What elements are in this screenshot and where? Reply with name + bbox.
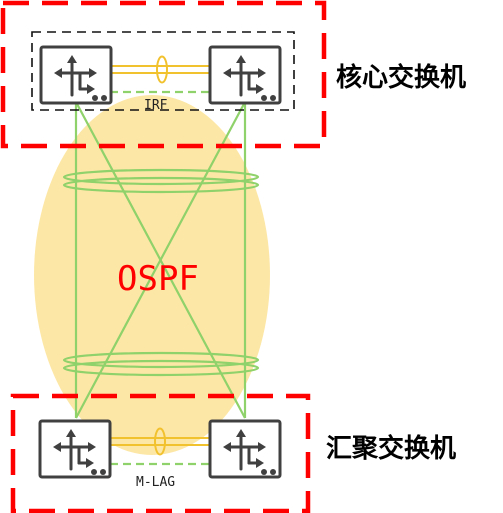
link-bundle-ring-top-1 (62, 168, 260, 186)
mlag-label: M-LAG (136, 475, 175, 490)
irf-label: IRF (144, 98, 168, 113)
core-switch-left-icon (39, 45, 113, 105)
aggregation-switch-left-icon (38, 419, 112, 479)
core-switch-label: 核心交换机 (336, 62, 466, 93)
uplinks (62, 90, 260, 466)
core-switch-right-icon (208, 45, 282, 105)
aggregation-region-box (10, 393, 311, 513)
link-bundle-ring-bottom-1 (62, 351, 260, 369)
irf-stack-box (31, 31, 295, 111)
ospf-label: OSPF (117, 259, 199, 299)
core-region-box (0, 0, 327, 149)
link-bundle-ring-bottom-2 (62, 359, 260, 377)
aggregated-links (110, 55, 210, 456)
aggregation-switch-label: 汇聚交换机 (326, 433, 456, 464)
agg-link-bundle-ring (154, 427, 166, 456)
link-bundle-ring-top-2 (62, 176, 260, 194)
core-link-bundle-ring (156, 55, 168, 84)
aggregation-switch-right-icon (208, 419, 282, 479)
